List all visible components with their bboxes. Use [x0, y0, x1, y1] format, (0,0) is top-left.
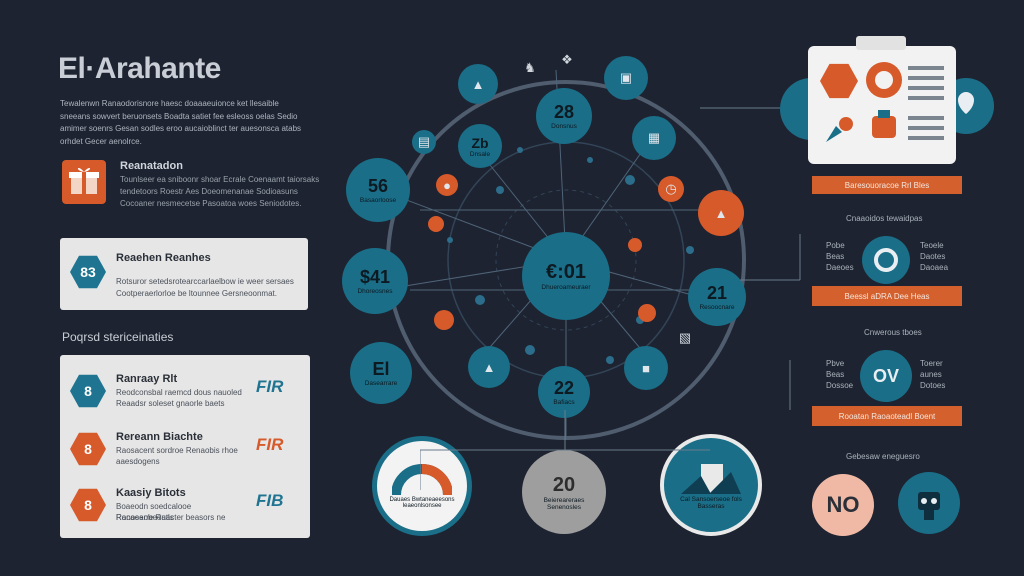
lock-icon: ● [436, 174, 458, 196]
metric-node[interactable]: 22 Bafiacs [538, 366, 590, 418]
list-item-line2: aaesdogens [116, 457, 160, 466]
flask-icon: ▲ [458, 64, 498, 104]
list-item-title: Rereann Biachte [116, 431, 203, 443]
info-bar[interactable]: Baresouoracoe Rrl Bles [812, 176, 962, 194]
list-item-mark: FIR [256, 377, 284, 396]
building-node[interactable]: Cal Sansoerseoe fols Basseras [660, 434, 762, 536]
list-item[interactable]: 8 Rereann Biachte Raosacent sordroe Rena… [70, 425, 300, 475]
list-item-line1: Raosacent sordroe Renaobis rhoe [116, 446, 238, 455]
section-label: Poqrsd stericeinaties [62, 330, 174, 344]
warning-icon: ▲ [698, 190, 744, 236]
metric-node[interactable]: 56 Basaorloose [346, 158, 410, 222]
clipboard-clip [856, 36, 906, 50]
tools-icon [820, 112, 858, 150]
gauge-icon [392, 464, 452, 496]
list-item-line1: Reodconsbal raemcd dous nauoled [116, 388, 242, 397]
clock-icon: ◷ [658, 176, 684, 202]
summary-card-title: Reaehen Reanhes [116, 252, 211, 264]
feature-title: Reanatadon [120, 160, 183, 172]
list-item-line1: Boaeodn soedcalooe Ronoseobeoutls [116, 502, 192, 522]
page-title: El·Arahante [58, 52, 221, 85]
hex-icon [820, 63, 858, 99]
tag-icon: ▧ [678, 330, 692, 345]
side-note: Teoele Daotes Daoaea [920, 241, 949, 272]
hub-center-value: €:01 [545, 261, 587, 283]
list-item-title: Kaasiy Bitots [116, 487, 186, 499]
building-icon [681, 464, 741, 494]
side-note: Toerer aunes Dotoes [920, 359, 946, 390]
hub-center-label: Dhueroameuraer [541, 284, 591, 291]
list-badge: 8 [70, 488, 106, 522]
chart-icon: ▲ [468, 346, 510, 388]
side-note: Pbve Beas Dossoe [826, 359, 854, 390]
info-label: Cnwerous tboes [864, 328, 922, 337]
list-item[interactable]: 8 Ranraay Rlt Reodconsbal raemcd dous na… [70, 367, 300, 417]
dot-icon [638, 304, 656, 322]
screen-icon: ▣ [604, 56, 648, 100]
person-icon: ♞ [524, 60, 536, 75]
metric-node[interactable]: El Dasearrare [350, 342, 412, 404]
info-label: Cnaaoidos tewaidpas [846, 214, 923, 223]
right-connector-lines [700, 107, 801, 410]
list-item[interactable]: 8 Kaasiy Bitots Boaeodn soedcalooe Ronos… [70, 481, 300, 531]
list-item-title: Ranraay Rlt [116, 373, 178, 385]
metric-node[interactable]: Zb Dnsale [458, 124, 502, 168]
list-card: 8 Ranraay Rlt Reodconsbal raemcd dous na… [60, 355, 310, 538]
gauge-node[interactable]: Dauaes Bwtaneaeesons Ieaeonlsonsee [372, 436, 472, 536]
list-badge: 8 [70, 432, 106, 466]
dot-icon [628, 238, 642, 252]
robot-icon [866, 108, 902, 148]
document-icon: ▦ [632, 116, 676, 160]
info-bar[interactable]: Beessl aDRA Dee Heas [812, 286, 962, 306]
lamp-icon: ❖ [561, 52, 573, 67]
avatar [866, 62, 902, 98]
robot-icon [898, 472, 960, 534]
ov-icon: OV [860, 350, 912, 402]
side-note: Pobe Beas Daeoes [826, 241, 854, 272]
no-badge: NO [812, 474, 874, 536]
summary-card-line1: Rotsuror setedsrotearccarlaelbow ie weer… [116, 277, 294, 286]
metric-node-bottom[interactable]: 20 Beiereareraes Senenosles [522, 450, 606, 534]
gift-icon [62, 160, 106, 204]
list-item-line2: Racaearre Raacter beasors ne [116, 513, 226, 522]
info-label: Gebesaw eneguesro [846, 452, 920, 461]
feature-body: Tounlseer ea sniboonr shoar Ecrale Coena… [120, 175, 320, 208]
dot-icon [428, 216, 444, 232]
connector-lines [420, 410, 710, 490]
metric-node[interactable]: 28 Donsnus [536, 88, 592, 144]
metric-node[interactable]: $41 Dhoreosnes [342, 248, 408, 314]
metric-node[interactable]: 21 Resoocnare [688, 268, 746, 326]
summary-card[interactable]: 83 Reaehen Reanhes Rotsuror setedsrotear… [60, 238, 308, 310]
face-icon [434, 310, 454, 330]
list-item-mark: FIB [256, 491, 284, 510]
profile-card[interactable] [808, 36, 956, 164]
intro-text: Tewalenwn Ranaodorisnore haesc doaaaeuio… [60, 99, 302, 146]
summary-badge: 83 [70, 255, 106, 289]
summary-card-line2: Cootperaerlorloe be ltounnee Gersneoonma… [116, 289, 277, 298]
list-item-mark: FIR [256, 435, 284, 454]
gear-icon [862, 236, 910, 284]
book-icon: ▤ [412, 130, 436, 154]
building-icon: ■ [624, 346, 668, 390]
info-bar[interactable]: Rooatan Raoaoteadl Boent [812, 406, 962, 426]
list-badge: 8 [70, 374, 106, 408]
list-item-line2: Reaadsr soleset gnaorle baets [116, 399, 225, 408]
hub-center-metric[interactable]: €:01 Dhueroameuraer [522, 232, 610, 320]
